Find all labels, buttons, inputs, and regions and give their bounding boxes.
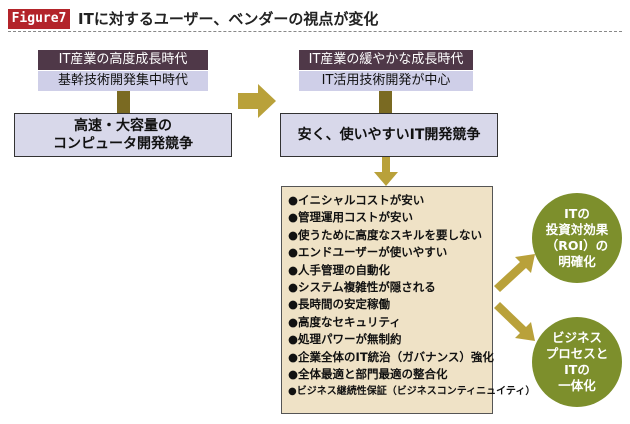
left-era-title: IT産業の高度成長時代 [38,50,208,70]
integration-line: 一体化 [558,378,596,393]
left-competition-box: 高速・大容量の コンピュータ開発競争 [14,113,232,157]
right-era-subtitle: IT活用技術開発が中心 [299,71,473,91]
left-stem [117,91,130,113]
figure-label: Figure7 [8,9,70,29]
list-item: ●エンドユーザーが使いやすい [288,245,448,260]
right-arrow-icon [238,84,276,118]
roi-line: ITの [564,206,590,221]
list-item: ●管理運用コストが安い [288,210,414,225]
roi-outcome-circle: ITの 投資対効果 （ROI）の 明確化 [532,193,622,283]
integration-line: プロセスと [545,346,609,361]
integration-outcome-circle: ビジネス プロセスと ITの 一体化 [532,317,622,407]
upper-right-arrow-icon [494,254,535,292]
roi-line: 投資対効果 [545,222,609,237]
roi-line: 明確化 [558,254,596,269]
integration-line: ビジネス [551,330,602,345]
list-item: ●高度なセキュリティ [288,314,401,329]
integration-line: ITの [564,362,590,377]
benefits-list: ●イニシャルコストが安い ●管理運用コストが安い ●使うために高度なスキルを要し… [281,186,536,414]
list-item: ●システム複雑性が隠される [288,279,436,294]
left-era-subtitle: 基幹技術開発集中時代 [38,71,208,91]
list-item: ●全体最適と部門最適の整合化 [288,366,448,381]
title-divider [8,31,622,32]
list-item: ●長時間の安定稼働 [288,297,391,312]
right-competition-label: 安く、使いやすいIT開発競争 [297,127,481,143]
lower-right-arrow-icon [494,302,535,341]
list-item: ●企業全体のIT統治（ガバナンス）強化 [288,349,494,364]
list-item: ●人手管理の自動化 [288,262,391,277]
down-arrow-icon [374,157,398,186]
list-item: ●使うために高度なスキルを要しない [288,227,483,242]
roi-line: （ROI）の [545,238,609,253]
left-competition-line2: コンピュータ開発競争 [53,136,193,152]
right-competition-box: 安く、使いやすいIT開発競争 [280,113,498,157]
right-stem [379,91,392,113]
list-item: ●処理パワーが無制約 [288,332,402,347]
left-competition-line1: 高速・大容量の [74,118,172,134]
figure-title: ITに対するユーザー、ベンダーの視点が変化 [78,10,379,28]
right-era-title: IT産業の緩やかな成長時代 [299,50,473,70]
list-item: ●ビジネス継続性保証（ビジネスコンティニュイティ） [288,386,536,398]
list-item: ●イニシャルコストが安い [288,193,425,207]
